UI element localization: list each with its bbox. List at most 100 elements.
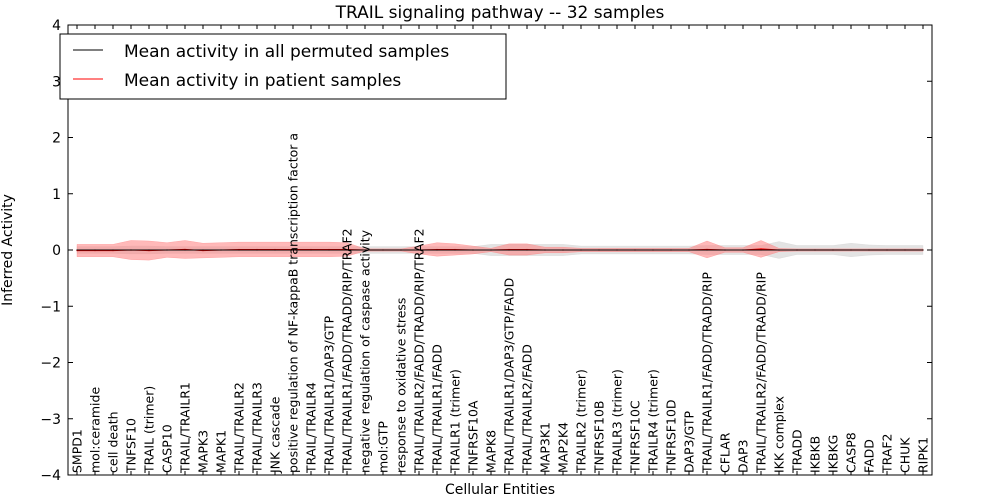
category-label-44: FADD — [862, 439, 877, 473]
point-series-0-45 — [886, 249, 888, 251]
x-axis — [76, 25, 924, 475]
category-label-1: mol:ceramide — [88, 387, 103, 473]
point-series-0-12 — [292, 249, 294, 251]
category-label-29: TNFRSF10B — [592, 401, 607, 474]
point-series-0-40 — [796, 249, 798, 251]
category-label-22: TNFRSF10A — [466, 400, 481, 474]
category-label-14: TRAIL/TRAILR1/DAP3/GTP — [322, 315, 337, 474]
point-series-0-1 — [94, 249, 96, 251]
category-label-31: TNFRSF10C — [628, 400, 643, 474]
category-label-2: cell death — [106, 411, 121, 473]
category-label-35: TRAIL/TRAILR1/FADD/TRADD/RIP — [700, 272, 715, 474]
category-label-23: MAPK8 — [484, 430, 499, 473]
point-series-0-20 — [436, 249, 438, 251]
point-series-0-0 — [76, 249, 78, 251]
category-label-5: CASP10 — [160, 424, 175, 473]
category-label-18: response to oxidative stress — [394, 298, 409, 473]
category-label-36: CFLAR — [718, 432, 733, 473]
point-series-0-35 — [706, 249, 708, 251]
point-series-0-46 — [904, 249, 906, 251]
category-label-47: RIPK1 — [916, 437, 931, 473]
category-label-41: IKBKB — [808, 436, 823, 473]
category-label-10: TRAIL/TRAILR3 — [250, 382, 265, 474]
point-series-0-25 — [526, 249, 528, 251]
point-series-0-7 — [202, 249, 204, 251]
category-label-8: MAPK1 — [214, 430, 229, 473]
point-series-0-47 — [922, 249, 924, 251]
x-axis-label: Cellular Entities — [445, 482, 555, 498]
point-series-0-2 — [112, 249, 114, 251]
category-label-3: TNFSF10 — [124, 418, 139, 474]
y-tick-label-8: −4 — [40, 468, 61, 484]
category-label-7: MAPK3 — [196, 430, 211, 473]
y-tick-label-5: −1 — [40, 299, 61, 315]
category-label-26: MAP3K1 — [538, 422, 553, 473]
category-label-6: TRAIL/TRAILR1 — [178, 382, 193, 474]
point-series-0-34 — [688, 249, 690, 251]
point-series-0-32 — [652, 249, 654, 251]
legend-box — [59, 33, 507, 100]
series-lines — [76, 248, 924, 252]
category-label-43: CASP8 — [844, 432, 859, 473]
category-label-24: TRAIL/TRAILR1/DAP3/GTP/FADD — [502, 278, 517, 474]
category-label-33: TNFRSF10D — [664, 399, 679, 474]
category-label-46: CHUK — [898, 437, 913, 473]
point-series-0-17 — [382, 249, 384, 251]
category-label-11: JNK cascade — [268, 396, 283, 474]
category-label-37: DAP3 — [736, 440, 751, 473]
category-label-25: TRAIL/TRAILR2/FADD — [520, 344, 535, 474]
category-label-39: IKK complex — [772, 396, 787, 473]
point-series-0-26 — [544, 249, 546, 251]
point-series-0-9 — [238, 249, 240, 251]
category-label-12: positive regulation of NF-kappaB transcr… — [286, 133, 301, 473]
category-label-13: TRAIL/TRAILR4 — [304, 382, 319, 474]
legend: Mean activity in all permuted samples Me… — [59, 33, 507, 100]
point-series-0-14 — [328, 249, 330, 251]
category-label-27: MAP2K4 — [556, 422, 571, 473]
y-tick-label-4: 0 — [52, 243, 61, 259]
category-label-30: TRAILR3 (trimer) — [610, 369, 625, 474]
point-series-0-30 — [616, 249, 618, 251]
category-label-0: SMPD1 — [70, 429, 85, 473]
y-tick-label-0: 4 — [52, 18, 61, 34]
category-label-40: TRADD — [790, 429, 805, 474]
point-series-0-10 — [256, 249, 258, 251]
category-label-15: TRAIL/TRAILR1/FADD/TRADD/RIP/TRAF2 — [340, 228, 355, 474]
category-label-9: TRAIL/TRAILR2 — [232, 382, 247, 474]
point-series-0-37 — [742, 249, 744, 251]
point-series-0-29 — [598, 249, 600, 251]
category-label-42: IKBKG — [826, 435, 841, 473]
point-series-0-36 — [724, 249, 726, 251]
point-series-0-13 — [310, 249, 312, 251]
y-tick-label-2: 2 — [52, 131, 61, 147]
point-series-0-24 — [508, 249, 510, 251]
point-series-0-23 — [490, 249, 492, 251]
category-label-34: DAP3/GTP — [682, 410, 697, 473]
y-tick-label-7: −3 — [40, 412, 61, 428]
y-tick-label-3: 1 — [52, 187, 61, 203]
category-label-45: TRAF2 — [880, 433, 895, 474]
point-series-0-28 — [580, 249, 582, 251]
category-label-21: TRAILR1 (trimer) — [448, 369, 463, 474]
point-series-0-19 — [418, 249, 420, 251]
point-series-0-22 — [472, 249, 474, 251]
category-label-16: negative regulation of caspase activity — [358, 229, 373, 473]
category-label-4: TRAIL (trimer) — [142, 386, 157, 474]
point-series-0-33 — [670, 249, 672, 251]
y-axis-label: Inferred Activity — [0, 194, 16, 306]
point-series-0-6 — [184, 249, 186, 251]
point-series-0-11 — [274, 249, 276, 251]
category-label-19: TRAIL/TRAILR2/FADD/TRADD/RIP/TRAF2 — [412, 228, 427, 474]
point-series-0-44 — [868, 249, 870, 251]
category-label-20: TRAIL/TRAILR1/FADD — [430, 344, 445, 474]
point-series-0-21 — [454, 249, 456, 251]
point-series-0-8 — [220, 249, 222, 251]
point-series-0-5 — [166, 249, 168, 251]
point-series-0-41 — [814, 249, 816, 251]
point-series-0-16 — [364, 249, 366, 251]
point-series-0-27 — [562, 249, 564, 251]
category-label-28: TRAILR2 (trimer) — [574, 369, 589, 474]
